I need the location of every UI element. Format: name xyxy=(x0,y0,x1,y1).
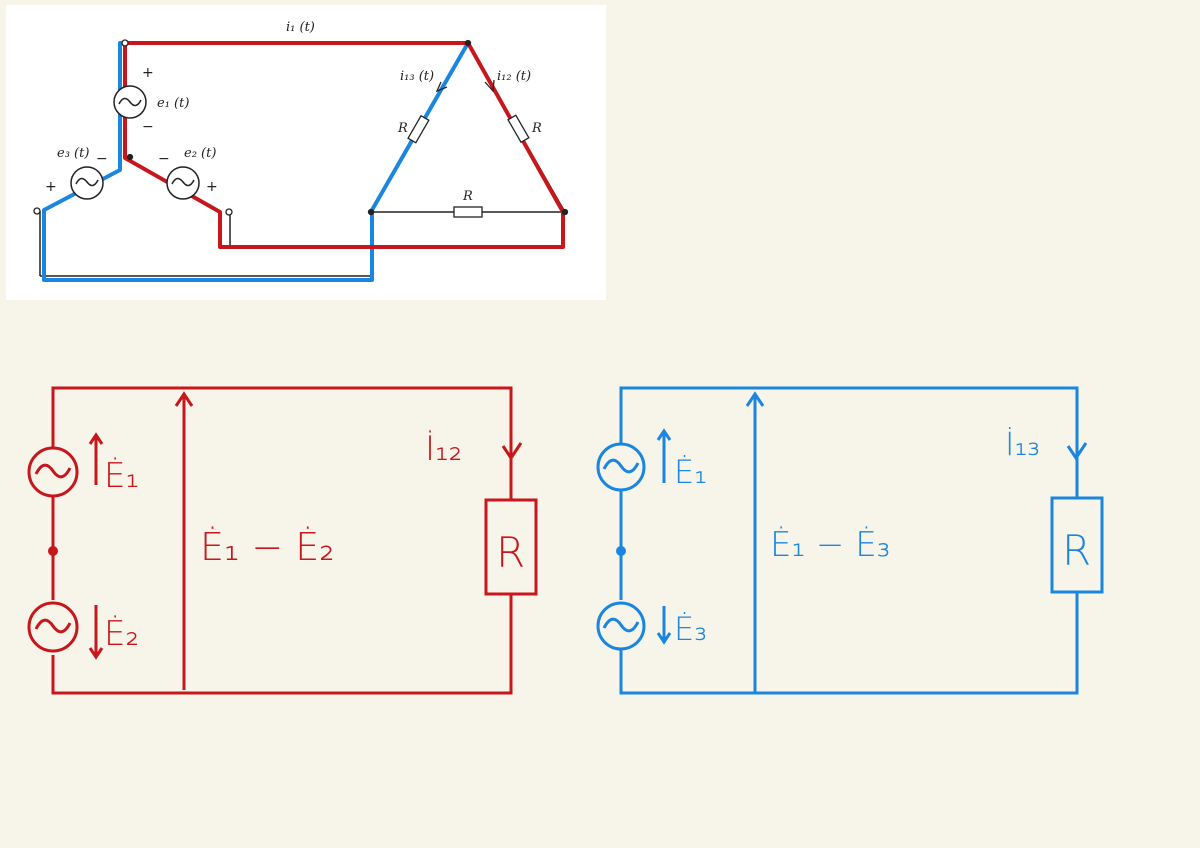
resistor-bottom-symbol xyxy=(453,206,483,218)
label-e1: e₁ (t) xyxy=(157,96,189,111)
blue-e1-label: Ė₁ xyxy=(674,453,707,491)
e3-minus-sign: − xyxy=(96,151,108,167)
i12-arrow-icon xyxy=(484,79,495,93)
e1-minus-sign: − xyxy=(142,119,154,135)
resistor-left-symbol xyxy=(407,114,430,144)
blue-current-label: İ₁₃ xyxy=(1005,425,1040,463)
three-phase-schematic xyxy=(6,5,606,300)
label-e2: e₂ (t) xyxy=(184,146,216,161)
label-r-bottom: R xyxy=(462,189,473,204)
red-node-dot xyxy=(48,546,58,556)
blue-e3-label: Ė₃ xyxy=(674,610,707,648)
red-voltage-label: Ė₁ − Ė₂ xyxy=(200,525,334,569)
e1-plus-sign: + xyxy=(142,65,154,81)
label-i1: i₁ (t) xyxy=(286,20,315,35)
e2-plus-sign: + xyxy=(206,179,218,195)
blue-voltage-label: Ė₁ − Ė₃ xyxy=(770,525,890,565)
source-e1-symbol xyxy=(113,85,147,119)
resistor-right-symbol xyxy=(507,114,530,144)
red-resistor-label: R xyxy=(496,528,525,577)
schematic-red-path xyxy=(123,41,565,249)
source-e2-symbol xyxy=(166,166,200,200)
blue-circuit xyxy=(596,386,1104,695)
schematic-blue-path xyxy=(42,41,470,282)
label-i13: i₁₃ (t) xyxy=(400,69,434,84)
red-e2-label: Ė₂ xyxy=(104,614,139,654)
source-e3-symbol xyxy=(70,166,104,200)
blue-resistor-label: R xyxy=(1062,526,1091,575)
e3-plus-sign: + xyxy=(45,179,57,195)
e2-minus-sign: − xyxy=(158,151,170,167)
red-e1-label: Ė₁ xyxy=(104,456,139,496)
label-r-right: R xyxy=(531,121,542,136)
label-r-left: R xyxy=(397,121,408,136)
red-circuit xyxy=(27,386,538,695)
red-current-label: İ₁₂ xyxy=(425,429,462,469)
label-i12: i₁₂ (t) xyxy=(497,69,531,84)
blue-node-dot xyxy=(616,546,626,556)
i13-arrow-icon xyxy=(435,81,448,93)
label-e3: e₃ (t) xyxy=(57,146,89,161)
terminal-dots xyxy=(33,39,569,216)
